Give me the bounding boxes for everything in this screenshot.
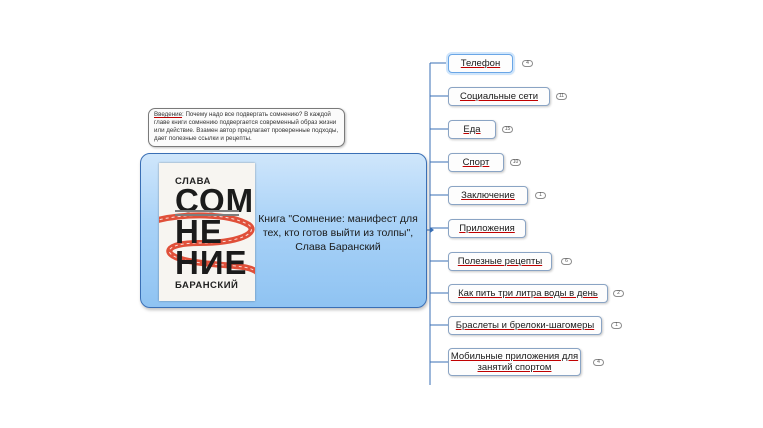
topic-count-badge[interactable]: 11: [556, 93, 567, 100]
topic-count-badge[interactable]: 4: [522, 60, 533, 67]
topic-bracelets[interactable]: Браслеты и брелоки-шагомеры: [448, 316, 602, 335]
topic-label: Спорт: [462, 157, 490, 168]
topic-label: Еда: [463, 124, 481, 135]
cover-subtitle-line: [175, 210, 239, 212]
topic-apps[interactable]: Приложения: [448, 219, 526, 238]
topic-mobile-sport-apps[interactable]: Мобильные приложения для занятий спортом: [448, 348, 581, 376]
cover-ribbon-graphic: [159, 212, 255, 275]
topic-count-badge[interactable]: 6: [561, 258, 572, 265]
cover-author-first: СЛАВА: [175, 176, 211, 187]
topic-count-badge[interactable]: 2: [613, 290, 624, 297]
cover-subtitle-line: [175, 214, 239, 216]
topic-count-badge[interactable]: 15: [502, 126, 513, 133]
topic-label: Заключение: [461, 190, 515, 201]
topic-conclusion[interactable]: Заключение: [448, 186, 528, 205]
cover-title-part-2: НЕ: [175, 213, 223, 250]
topic-social-networks[interactable]: Социальные сети: [448, 87, 550, 106]
topic-label: Полезные рецепты: [457, 256, 543, 267]
topic-sport[interactable]: Спорт: [448, 153, 504, 172]
topic-label: Социальные сети: [459, 91, 539, 102]
topic-water[interactable]: Как пить три литра воды в день: [448, 284, 608, 303]
topic-count-badge[interactable]: 4: [593, 359, 604, 366]
topic-label: Браслеты и брелоки-шагомеры: [455, 320, 595, 331]
central-topic-title: Книга "Сомнение: манифест для тех, кто г…: [258, 213, 418, 253]
book-cover-image: СЛАВА СОМ НЕ НИЕ БАРАНСКИЙ: [159, 163, 255, 301]
topic-label: Мобильные приложения для занятий спортом: [450, 351, 579, 373]
topic-label: Как пить три литра воды в день: [458, 288, 598, 299]
topic-label: Приложения: [459, 223, 515, 234]
callout-label: Введение: [154, 111, 183, 118]
cover-author-last: БАРАНСКИЙ: [175, 280, 239, 291]
topic-telefon[interactable]: Телефон: [448, 54, 513, 73]
topic-food[interactable]: Еда: [448, 120, 496, 139]
collapse-arrow-icon[interactable]: [430, 227, 434, 233]
topic-count-badge[interactable]: 1: [535, 192, 546, 199]
cover-title-part-3: НИЕ: [175, 244, 248, 281]
callout-text: : Почему надо все подвергать сомнению? В…: [154, 111, 339, 142]
topic-useful-recipes[interactable]: Полезные рецепты: [448, 252, 552, 271]
topic-count-badge[interactable]: 10: [510, 159, 521, 166]
topic-count-badge[interactable]: 1: [611, 322, 622, 329]
topic-label: Телефон: [460, 58, 501, 69]
intro-callout[interactable]: Введение: Почему надо все подвергать сом…: [148, 108, 345, 147]
